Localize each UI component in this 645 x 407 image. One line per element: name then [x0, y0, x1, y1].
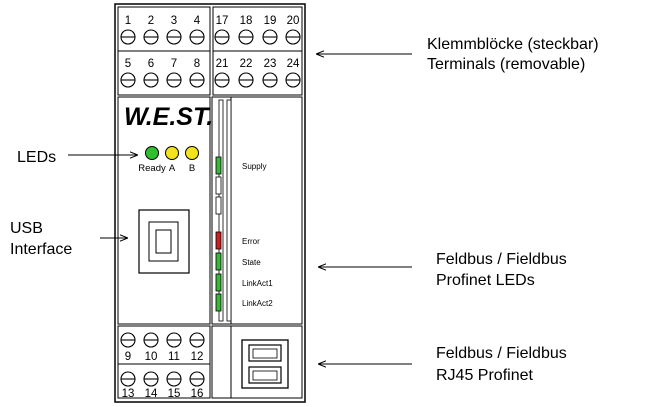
terminal-screw — [285, 72, 301, 88]
terminal-number: 15 — [168, 388, 181, 400]
led-ready — [145, 146, 159, 160]
terminal-screw — [214, 72, 230, 88]
status-led — [215, 196, 222, 215]
status-led-label: LinkAct2 — [242, 299, 273, 308]
terminal-number: 8 — [194, 58, 200, 70]
rj45-port[interactable] — [241, 339, 289, 389]
fieldbus-panel — [230, 96, 303, 325]
terminal-screw — [262, 72, 278, 88]
terminal-screw — [285, 29, 301, 45]
led-label: Ready — [138, 163, 166, 174]
terminal-screw — [166, 72, 182, 88]
terminal-screw — [238, 29, 254, 45]
callout-usb-line2: Interface — [10, 241, 72, 258]
led-b — [185, 146, 199, 160]
terminal-screw — [143, 371, 159, 387]
terminal-number: 23 — [264, 58, 277, 70]
terminal-screw — [189, 371, 205, 387]
callout-rj45-line2: RJ45 Profinet — [436, 367, 533, 384]
terminal-number: 22 — [240, 58, 253, 70]
callout-usb-line1: USB — [10, 220, 43, 237]
status-led-label: Supply — [242, 162, 266, 171]
terminal-number: 21 — [216, 58, 229, 70]
terminal-number: 10 — [145, 351, 158, 363]
terminal-screw — [143, 72, 159, 88]
terminal-number: 11 — [168, 351, 180, 363]
callout-fieldbus-leds-line1: Feldbus / Fieldbus — [436, 251, 567, 268]
terminal-number: 24 — [287, 58, 300, 70]
terminal-number: 9 — [125, 351, 131, 363]
status-led — [215, 156, 222, 175]
status-led — [215, 231, 222, 250]
terminal-screw — [262, 29, 278, 45]
led-a — [165, 146, 179, 160]
terminal-number: 12 — [191, 351, 204, 363]
terminal-number: 1 — [125, 15, 131, 27]
terminal-screw — [120, 332, 136, 348]
led-label: B — [189, 163, 195, 174]
terminal-screw — [166, 29, 182, 45]
terminal-screw — [189, 29, 205, 45]
callout-terminals-line2: Terminals (removable) — [427, 56, 585, 73]
status-led-label: Error — [242, 237, 260, 246]
terminal-screw — [166, 371, 182, 387]
terminal-number: 20 — [287, 15, 300, 27]
callout-fieldbus-leds-line2: Profinet LEDs — [436, 272, 535, 289]
status-led — [215, 273, 222, 292]
status-led-label: State — [242, 258, 261, 267]
status-led-label: LinkAct1 — [242, 279, 273, 288]
terminal-number: 4 — [194, 15, 201, 27]
terminal-number: 6 — [148, 58, 154, 70]
terminal-number: 19 — [264, 15, 277, 27]
terminal-screw — [120, 371, 136, 387]
terminal-screw — [189, 332, 205, 348]
callout-rj45-line1: Feldbus / Fieldbus — [436, 345, 567, 362]
terminal-number: 13 — [122, 388, 135, 400]
status-led — [215, 293, 222, 312]
terminal-number: 7 — [171, 58, 177, 70]
terminal-number: 5 — [125, 58, 131, 70]
terminal-screw — [189, 72, 205, 88]
terminal-screw — [143, 29, 159, 45]
terminal-number: 17 — [216, 15, 229, 27]
terminal-screw — [238, 72, 254, 88]
status-led — [215, 252, 222, 271]
terminal-number: 3 — [171, 15, 177, 27]
callout-terminals-line1: Klemmblöcke (steckbar) — [427, 36, 599, 53]
terminal-number: 14 — [145, 388, 158, 400]
brand-logo: W.E.ST. — [124, 103, 213, 131]
terminal-number: 16 — [191, 388, 204, 400]
terminal-screw — [166, 332, 182, 348]
terminal-number: 2 — [148, 15, 154, 27]
terminal-number: 18 — [240, 15, 253, 27]
terminal-screw — [143, 332, 159, 348]
terminal-screw — [120, 72, 136, 88]
led-label: A — [169, 163, 176, 174]
status-led — [215, 176, 222, 195]
terminal-screw — [214, 29, 230, 45]
terminal-screw — [120, 29, 136, 45]
callout-leds: LEDs — [17, 149, 56, 166]
